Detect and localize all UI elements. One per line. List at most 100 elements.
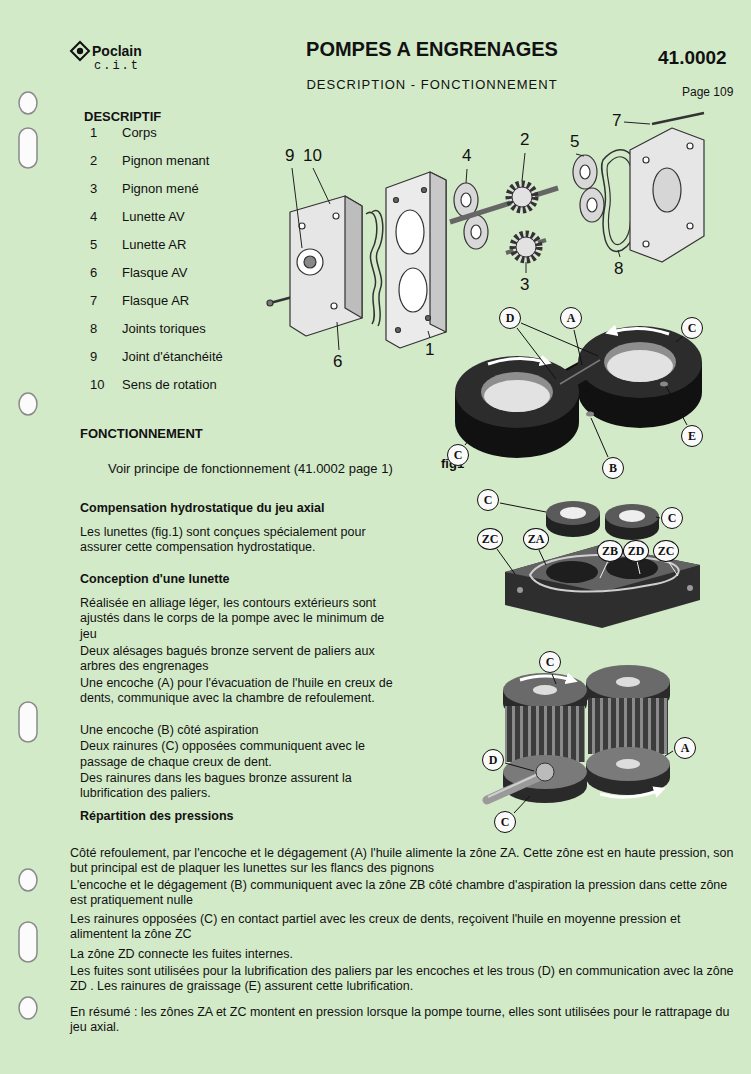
lunette-fig1 <box>455 326 702 458</box>
callout-letter-text: ZD <box>628 545 645 557</box>
document-number: 41.0002 <box>658 46 746 69</box>
gear-assembly <box>487 665 670 803</box>
subheading: Conception d'une lunette <box>80 572 410 587</box>
callout-letter-text: C <box>688 322 697 334</box>
leader-lines-gears <box>505 674 673 813</box>
callout-letter-text: ZA <box>528 533 545 545</box>
callout-letter: ZA <box>523 528 549 550</box>
list-number: 8 <box>90 321 114 337</box>
subheading: Répartition des pressions <box>80 809 410 824</box>
list-number: 6 <box>90 265 114 281</box>
callout-letter-text: A <box>567 312 576 324</box>
callout-letter-text: ZC <box>658 545 675 557</box>
part-name: Corps <box>122 125 272 141</box>
callout-letter-text: A <box>681 742 690 754</box>
part-name: Lunette AR <box>122 237 272 253</box>
callout-letter: C <box>494 811 516 833</box>
callout-letter: B <box>602 457 624 479</box>
callout-letter: C <box>539 651 561 673</box>
part-name: Joints toriques <box>122 321 272 337</box>
part-name: Joint d'étanchéité <box>122 349 272 365</box>
callout-letter-text: C <box>668 512 677 524</box>
leader-lines-fig1 <box>465 323 687 457</box>
paragraph: L'encoche et le dégagement (B) communiqu… <box>70 878 740 909</box>
callout-letter-text: C <box>484 494 493 506</box>
callout-number: 6 <box>333 352 355 373</box>
leader-lines <box>292 122 650 350</box>
callout-letter: C <box>681 317 703 339</box>
callout-letter: C <box>477 489 499 511</box>
callout-letter: C <box>447 444 469 466</box>
brand-name: Poclain <box>92 43 172 60</box>
callout-letter: ZB <box>597 540 623 562</box>
list-number: 2 <box>90 153 114 169</box>
part-name: Flasque AV <box>122 265 272 281</box>
paragraph: Côté refoulement, par l'encoche et le dé… <box>70 846 740 877</box>
part-name: Pignon mené <box>122 181 272 197</box>
subheading: Compensation hydrostatique du jeu axial <box>80 501 410 516</box>
callout-letter: ZC <box>477 528 503 550</box>
binder-holes <box>19 92 37 1019</box>
paragraph: En résumé : les zônes ZA et ZC montent e… <box>70 1005 740 1036</box>
paragraph: Une encoche (A) pour l'évacuation de l'h… <box>80 676 400 707</box>
part-name: Lunette AV <box>122 209 272 225</box>
paragraph: Une encoche (B) côté aspiration <box>80 723 400 738</box>
paragraph: Les lunettes (fig.1) sont conçues spécia… <box>80 525 405 556</box>
callout-letter-text: C <box>546 656 555 668</box>
lunettes-and-body <box>505 501 700 628</box>
callout-letter: C <box>661 507 683 529</box>
list-number: 4 <box>90 209 114 225</box>
callout-number: 4 <box>462 146 484 167</box>
callout-letter: D <box>499 307 521 329</box>
callout-letter-text: D <box>489 754 498 766</box>
page-title: POMPES A ENGRENAGES <box>262 37 602 61</box>
paragraph: La zône ZD connecte les fuites internes. <box>70 947 740 962</box>
paragraph: Réalisée en alliage léger, les contours … <box>80 596 400 642</box>
callout-letter: E <box>681 425 703 447</box>
paragraph: Des rainures dans les bagues bronze assu… <box>80 771 400 802</box>
callout-number: 3 <box>520 275 542 296</box>
brand-subtitle: c.i.t <box>94 59 164 74</box>
leader-lines-body-light <box>600 561 678 578</box>
part-name: Pignon menant <box>122 153 272 169</box>
callout-number: 1 <box>425 340 447 361</box>
callout-letter: D <box>482 749 504 771</box>
callout-number: 2 <box>520 130 542 151</box>
pump-exploded-view <box>267 113 704 348</box>
callout-letter-text: E <box>688 430 696 442</box>
callout-letter: ZD <box>623 540 649 562</box>
part-name: Sens de rotation <box>122 377 272 393</box>
page-number: Page 109 <box>682 85 746 100</box>
callout-letter-text: ZB <box>602 545 618 557</box>
list-number: 3 <box>90 181 114 197</box>
callout-letter-text: ZC <box>482 533 499 545</box>
callout-number: 7 <box>612 111 634 132</box>
callout-letter-text: D <box>506 312 515 324</box>
callout-number: 10 <box>303 146 325 167</box>
logo-mark <box>71 42 89 60</box>
section-heading: FONCTIONNEMENT <box>80 426 300 442</box>
list-number: 10 <box>90 377 114 393</box>
callout-letter-text: C <box>454 449 463 461</box>
part-name: Flasque AR <box>122 293 272 309</box>
leader-lines-body <box>497 503 660 574</box>
list-number: 9 <box>90 349 114 365</box>
section-heading: DESCRIPTIF <box>84 109 204 125</box>
callout-number: 5 <box>570 132 592 153</box>
paragraph: Les rainures opposées (C) en contact par… <box>70 912 740 943</box>
callout-letter-text: C <box>501 816 510 828</box>
list-number: 5 <box>90 237 114 253</box>
paragraph: Deux alésages bagués bronze servent de p… <box>80 644 400 675</box>
list-number: 1 <box>90 125 114 141</box>
callout-number: 8 <box>614 259 636 280</box>
section-subtitle: DESCRIPTION - FONCTIONNEMENT <box>262 77 602 93</box>
reference-note: Voir principe de fonctionnement (41.0002… <box>108 461 438 477</box>
paragraph: Les fuites sont utilisées pour la lubrif… <box>70 964 740 995</box>
callout-letter: ZC <box>653 540 679 562</box>
list-number: 7 <box>90 293 114 309</box>
paragraph: Deux rainures (C) opposées communiquent … <box>80 739 400 770</box>
callout-letter: A <box>560 307 582 329</box>
callout-letter-text: B <box>609 462 617 474</box>
callout-letter: A <box>674 737 696 759</box>
